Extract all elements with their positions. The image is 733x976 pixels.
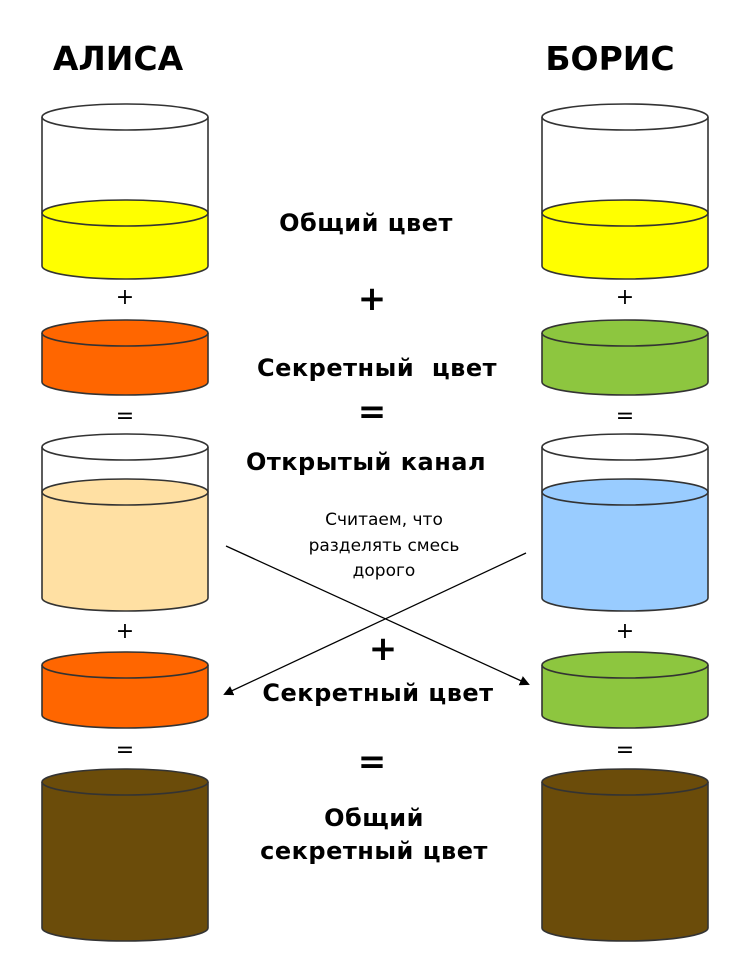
disk-top (542, 320, 708, 346)
alice-secret-color-disk (41, 319, 209, 396)
alice-shared-secret-cylinder (41, 768, 209, 942)
bob-header: БОРИС (545, 39, 674, 78)
liquid-body (42, 213, 208, 279)
exchange-arrow-alice-to-bob (225, 545, 530, 686)
disk-body (542, 333, 708, 395)
alice-plus-2: + (116, 619, 134, 644)
center-plus-2: + (369, 629, 398, 669)
disk-body (42, 665, 208, 728)
bob-mix-glass (541, 433, 709, 612)
alice-common-color-glass (41, 103, 209, 280)
cylinder-top (542, 769, 708, 795)
disk-top (42, 652, 208, 678)
alice-equals-1: = (116, 404, 134, 429)
disk-body (542, 665, 708, 728)
bob-equals-1: = (616, 404, 634, 429)
bob-equals-2: = (616, 738, 634, 763)
open-channel-label: Открытый канал (246, 448, 486, 476)
bob-shared-secret-cylinder (541, 768, 709, 942)
cylinder-top (42, 769, 208, 795)
note-line-1: Считаем, что (325, 510, 443, 530)
center-plus-1: + (358, 279, 387, 319)
shared-secret-label-line-2: секретный цвет (260, 837, 488, 865)
bob-secret-color-disk-2 (541, 651, 709, 729)
liquid-body (542, 492, 708, 611)
liquid-surface (42, 200, 208, 226)
cylinder-body (42, 782, 208, 941)
liquid-body (542, 213, 708, 279)
alice-header: АЛИСА (53, 39, 184, 78)
center-equals-2: = (358, 742, 387, 782)
exchange-arrow-bob-to-alice (223, 552, 527, 696)
bob-plus-1: + (616, 285, 634, 310)
note-line-2: разделять смесь (309, 536, 460, 556)
disk-body (42, 333, 208, 395)
bob-secret-color-disk (541, 319, 709, 396)
secret-color-label-2: Секретный цвет (262, 679, 493, 707)
alice-equals-2: = (116, 738, 134, 763)
note-line-3: дорого (353, 561, 416, 581)
liquid-surface (42, 479, 208, 505)
shared-secret-label-line-1: Общий (324, 804, 424, 832)
liquid-surface (542, 479, 708, 505)
alice-mix-glass (41, 433, 209, 612)
alice-plus-1: + (116, 285, 134, 310)
alice-secret-color-disk-2 (41, 651, 209, 729)
center-equals-1: = (358, 392, 387, 432)
disk-top (542, 652, 708, 678)
bob-plus-2: + (616, 619, 634, 644)
liquid-body (42, 492, 208, 611)
cylinder-body (542, 782, 708, 941)
disk-top (42, 320, 208, 346)
liquid-surface (542, 200, 708, 226)
common-color-label: Общий цвет (279, 209, 453, 237)
bob-common-color-glass (541, 103, 709, 280)
secret-color-label-1: Секретный цвет (257, 354, 497, 382)
